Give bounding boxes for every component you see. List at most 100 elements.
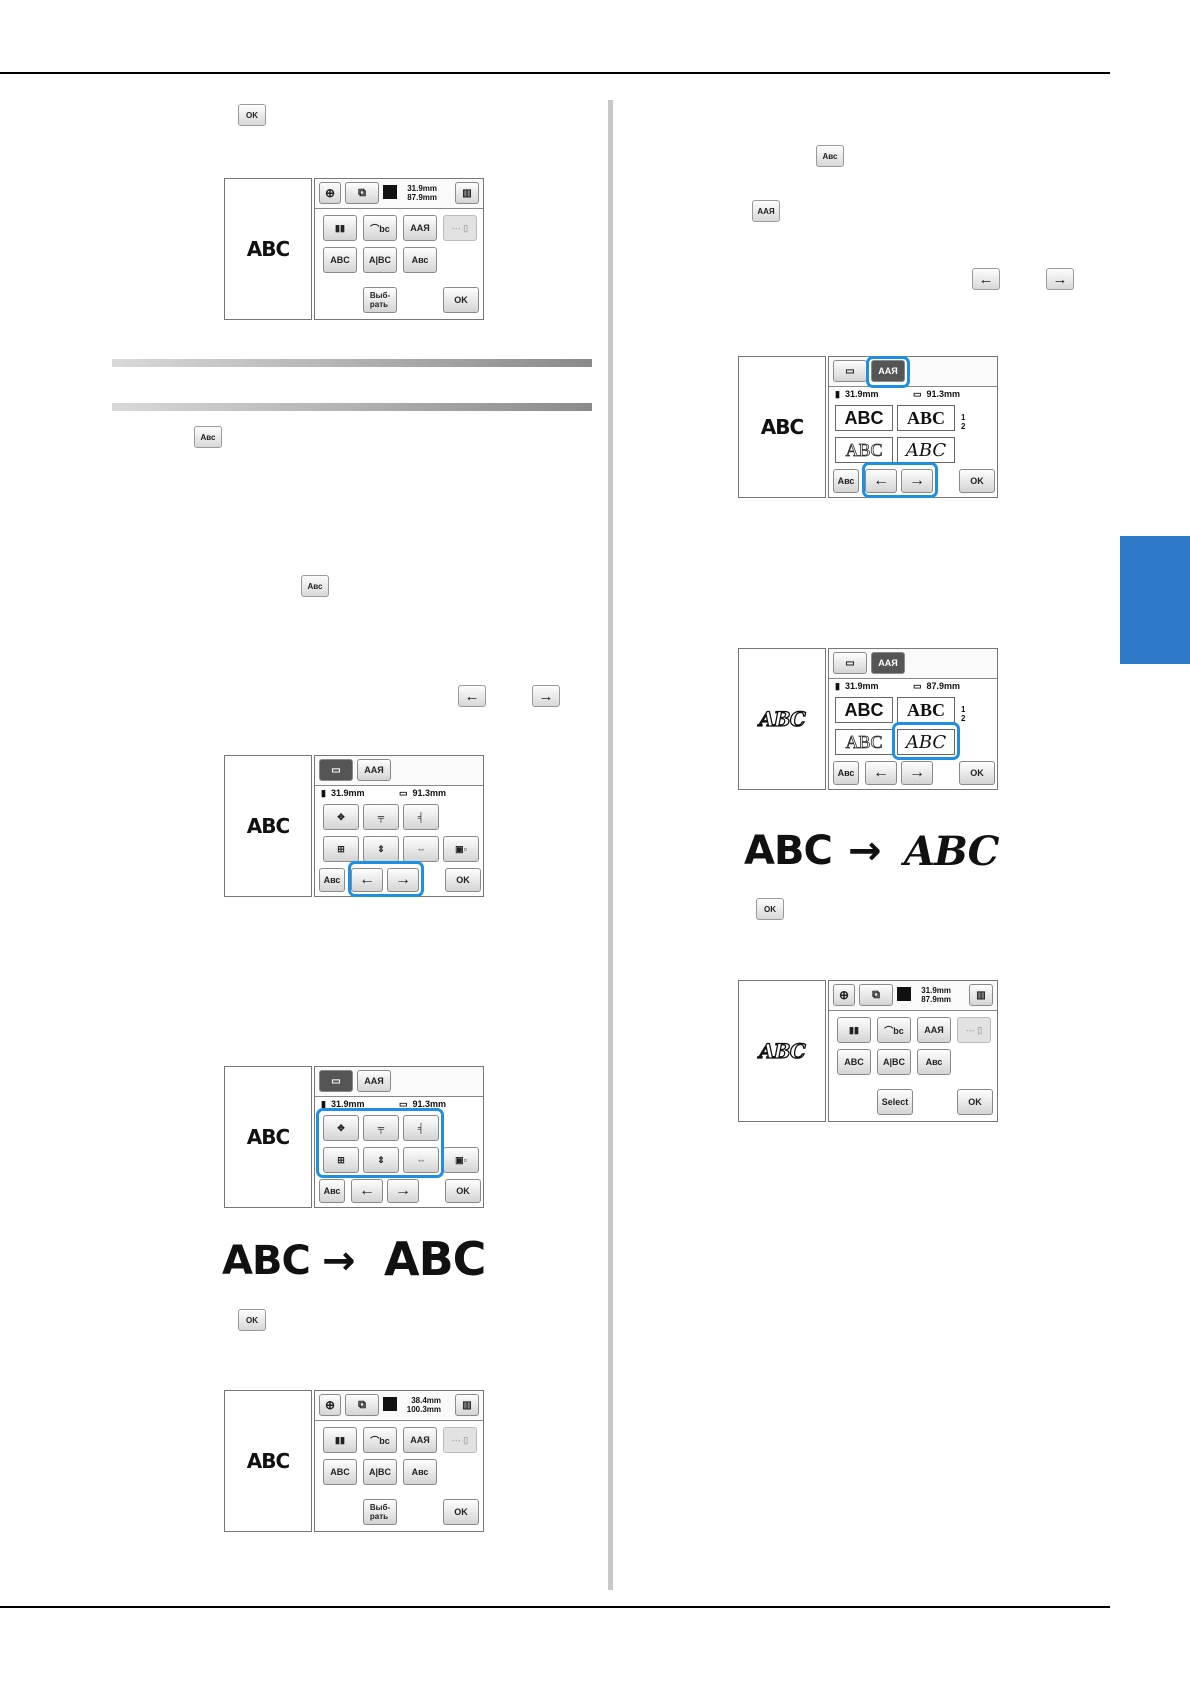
- toggle-button[interactable]: ▣▫: [443, 836, 479, 862]
- select-button[interactable]: Select: [877, 1089, 913, 1115]
- prev-button[interactable]: ←: [865, 761, 897, 785]
- font-option-4[interactable]: ABC: [897, 437, 955, 463]
- header-rule: [0, 72, 1110, 74]
- zoom-icon[interactable]: ⊕: [319, 1394, 341, 1416]
- hoop-icon[interactable]: ⧉: [859, 984, 893, 1006]
- style-key-icon: AAЯ: [752, 200, 780, 222]
- italic-font-highlight: [892, 722, 960, 760]
- ok-button[interactable]: OK: [957, 1089, 993, 1115]
- font-option-4[interactable]: ABC: [897, 729, 955, 755]
- size-button[interactable]: ▮▮: [323, 1427, 357, 1453]
- hoop-icon[interactable]: ⧉: [345, 1394, 379, 1416]
- next-button[interactable]: →: [387, 1179, 419, 1203]
- layout-screen-1: ABC ▭ AAЯ ▮ 31.9mm ▭ 91.3mm ✥ ╤ ╡ ⊞ ⇕ ⇔ …: [224, 755, 484, 897]
- style-button[interactable]: AAЯ: [403, 1427, 437, 1453]
- toggle-button[interactable]: ▣▫: [443, 1147, 479, 1173]
- ok-button[interactable]: OK: [443, 1499, 479, 1525]
- edit-letter-button[interactable]: A|BC: [363, 247, 397, 273]
- style-panel: ▭ AAЯ ▮ 31.9mm ▭ 91.3mm ABC ABC ABC ABC …: [828, 356, 998, 498]
- next-button[interactable]: →: [387, 868, 419, 892]
- prev-button[interactable]: ←: [865, 469, 897, 493]
- expand-button[interactable]: ⊞: [323, 836, 359, 862]
- edit-letter-button[interactable]: A|BC: [363, 1459, 397, 1485]
- vertical-button[interactable]: ⇕: [363, 1147, 399, 1173]
- center-button[interactable]: ╤: [363, 1115, 399, 1141]
- style-tab-highlight: [866, 356, 910, 388]
- align-button[interactable]: ╡: [403, 804, 439, 830]
- frame-icon[interactable]: ▥: [969, 984, 993, 1006]
- layout-tab-icon[interactable]: ▭: [319, 1070, 353, 1092]
- vertical-button[interactable]: ⇕: [363, 836, 399, 862]
- spacing-button[interactable]: ABC: [323, 247, 357, 273]
- font-button[interactable]: Aвс: [403, 247, 437, 273]
- prev-button[interactable]: ←: [351, 868, 383, 892]
- zoom-icon[interactable]: ⊕: [833, 984, 855, 1006]
- font-option-1[interactable]: ABC: [835, 697, 893, 723]
- height-readout: ▮ 31.9mm: [321, 788, 365, 798]
- layout-tab-icon[interactable]: ▭: [833, 360, 867, 382]
- spacing-button[interactable]: ABC: [323, 1459, 357, 1485]
- font-button[interactable]: Aвс: [833, 469, 859, 493]
- layout-tab-icon[interactable]: ▭: [833, 652, 867, 674]
- size-button[interactable]: ▮▮: [837, 1017, 871, 1043]
- font-button[interactable]: Aвс: [833, 761, 859, 785]
- edit-letter-button[interactable]: A|BC: [877, 1049, 911, 1075]
- font-option-3[interactable]: ABC: [835, 729, 893, 755]
- layout-tab-icon[interactable]: ▭: [319, 759, 353, 781]
- size-icon: [897, 987, 911, 1001]
- horizontal-button[interactable]: ⇔: [403, 836, 439, 862]
- font-option-1[interactable]: ABC: [835, 405, 893, 431]
- font-option-2[interactable]: ABC: [897, 697, 955, 723]
- size-icon: [383, 185, 397, 199]
- ok-button[interactable]: OK: [443, 287, 479, 313]
- right-arrow-key-icon-2: →: [1046, 268, 1074, 290]
- frame-icon[interactable]: ▥: [455, 1394, 479, 1416]
- frame-icon[interactable]: ▥: [455, 182, 479, 204]
- style-button[interactable]: AAЯ: [403, 215, 437, 241]
- ok-button[interactable]: OK: [959, 469, 995, 493]
- arrows-highlight: [348, 861, 424, 897]
- style-tab[interactable]: AAЯ: [357, 759, 391, 781]
- spacing-button[interactable]: ABC: [837, 1049, 871, 1075]
- style-tab[interactable]: AAЯ: [871, 360, 905, 382]
- center-button[interactable]: ╤: [363, 804, 399, 830]
- width-readout: ▭ 91.3mm: [913, 389, 961, 399]
- font-button[interactable]: Aвс: [917, 1049, 951, 1075]
- font-button[interactable]: Aвс: [403, 1459, 437, 1485]
- font-option-3[interactable]: ABC: [835, 437, 893, 463]
- font-option-2[interactable]: ABC: [897, 405, 955, 431]
- next-button[interactable]: →: [901, 761, 933, 785]
- pattern-preview: ABC: [738, 648, 826, 790]
- ok-button[interactable]: OK: [445, 1179, 481, 1203]
- style-tab[interactable]: AAЯ: [357, 1070, 391, 1092]
- arc-button[interactable]: ⌒bc: [877, 1017, 911, 1043]
- width-readout: ▭ 91.3mm: [399, 1099, 447, 1109]
- ok-button[interactable]: OK: [959, 761, 995, 785]
- width-readout: ▭ 87.9mm: [913, 681, 961, 691]
- next-button[interactable]: →: [901, 469, 933, 493]
- horizontal-button[interactable]: ⇔: [403, 1147, 439, 1173]
- move-button[interactable]: ✥: [323, 804, 359, 830]
- select-button[interactable]: Выб- рать: [363, 1499, 397, 1525]
- align-button[interactable]: ╡: [403, 1115, 439, 1141]
- move-button[interactable]: ✥: [323, 1115, 359, 1141]
- zoom-icon[interactable]: ⊕: [319, 182, 341, 204]
- hoop-icon[interactable]: ⧉: [345, 182, 379, 204]
- select-button[interactable]: Выб- рать: [363, 287, 397, 313]
- size-button[interactable]: ▮▮: [323, 215, 357, 241]
- arc-button[interactable]: ⌒bc: [363, 1427, 397, 1453]
- expand-button[interactable]: ⊞: [323, 1147, 359, 1173]
- ok-button[interactable]: OK: [445, 868, 481, 892]
- font-button[interactable]: Aвс: [319, 868, 345, 892]
- arc-button[interactable]: ⌒bc: [363, 215, 397, 241]
- style-tab[interactable]: AAЯ: [871, 652, 905, 674]
- font-button[interactable]: Aвс: [319, 1179, 345, 1203]
- style-button[interactable]: AAЯ: [917, 1017, 951, 1043]
- prev-button[interactable]: ←: [351, 1179, 383, 1203]
